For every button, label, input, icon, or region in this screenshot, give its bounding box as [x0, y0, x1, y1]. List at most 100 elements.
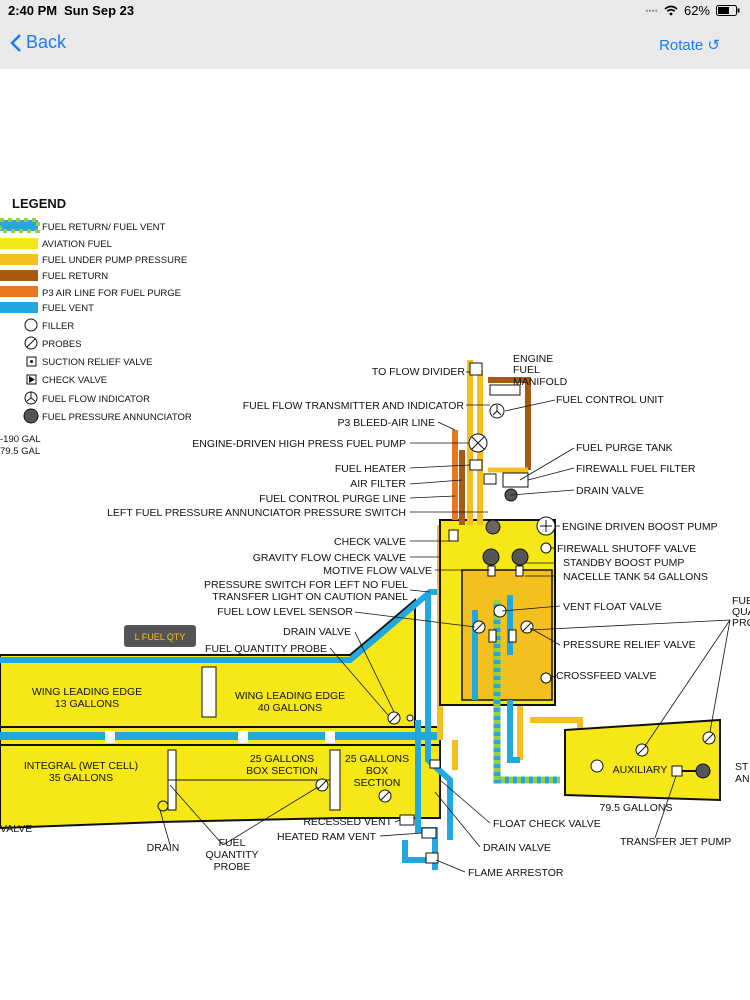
label-fuel-control-unit: FUEL CONTROL UNIT — [556, 394, 664, 406]
label-fuel-flow-transmitter: FUEL FLOW TRANSMITTER AND INDICATOR — [243, 400, 465, 412]
label-fuel-low-level-sensor: FUEL LOW LEVEL SENSOR — [217, 606, 353, 618]
legend-symbol-probes: PROBES — [42, 339, 82, 350]
label-fuel-heater: FUEL HEATER — [335, 463, 407, 475]
status-right: •••• 62% — [645, 3, 740, 18]
label-to-flow-divider: TO FLOW DIVIDER — [372, 366, 466, 378]
label-firewall-shutoff-valve: FIREWALL SHUTOFF VALVE — [557, 543, 696, 555]
label-engine-manifold-2: FUEL — [513, 364, 540, 376]
circle-icon — [24, 318, 38, 332]
status-date: Sun Sep 23 — [64, 3, 135, 18]
label-air-filter: AIR FILTER — [350, 478, 406, 490]
legend-swatch-p3-air — [0, 286, 38, 297]
legend-swatch-pump-pressure — [0, 254, 38, 265]
label-engine-driven-boost-pump: ENGINE DRIVEN BOOST PUMP — [562, 521, 718, 533]
label-crossfeed-valve: CROSSFEED VALVE — [556, 670, 657, 682]
label-float-check-valve: FLOAT CHECK VALVE — [493, 818, 601, 830]
label-fuel-qty-probe-b1: FUEL — [219, 837, 246, 849]
label-engine-driven-pump: ENGINE-DRIVEN HIGH PRESS FUEL PUMP — [192, 438, 406, 450]
annunciator-icon — [23, 408, 39, 424]
label-pressure-switch-2: TRANSFER LIGHT ON CAUTION PANEL — [212, 591, 408, 603]
wing-tanks — [0, 589, 445, 830]
label-box25-1: 25 GALLONS — [250, 753, 314, 765]
label-heated-ram-vent: HEATED RAM VENT — [277, 831, 377, 843]
legend-item-pump-pressure: FUEL UNDER PUMP PRESSURE — [42, 255, 187, 266]
legend-symbol-suction: SUCTION RELIEF VALVE — [42, 357, 153, 368]
fuel-qty-button[interactable] — [124, 625, 196, 647]
leader-lines — [159, 371, 731, 873]
legend-symbol-check: CHECK VALVE — [42, 375, 107, 386]
label-drain-valve-mid: DRAIN VALVE — [283, 626, 351, 638]
label-drain-valve-bottom: DRAIN VALVE — [483, 842, 551, 854]
legend-symbol-flow: FUEL FLOW INDICATOR — [42, 394, 150, 405]
label-box25b-1: 25 GALLONS — [345, 753, 409, 765]
label-pressure-relief-valve: PRESSURE RELIEF VALVE — [563, 639, 696, 651]
legend-swatch-fuel-vent — [0, 302, 38, 313]
status-bar: 2:40 PM Sun Sep 23 •••• 62% — [0, 0, 750, 22]
label-st-an-1: ST — [735, 761, 749, 773]
fuel-qty-button-label: L FUEL QTY — [135, 632, 186, 642]
label-aux-gallons: 79.5 GALLONS — [600, 802, 673, 814]
legend-title: LEGEND — [12, 196, 66, 211]
label-valve-left: VALVE — [0, 823, 32, 835]
label-integral-1: INTEGRAL (WET CELL) — [24, 760, 138, 772]
label-transfer-jet-pump: TRANSFER JET PUMP — [620, 836, 731, 848]
legend-item-aviation-fuel: AVIATION FUEL — [42, 239, 112, 250]
label-wing-le-40-2: 40 GALLONS — [258, 702, 322, 714]
label-integral-2: 35 GALLONS — [49, 772, 113, 784]
battery-icon — [716, 5, 740, 16]
label-p3-bleed-air: P3 BLEED-AIR LINE — [338, 417, 435, 429]
label-check-valve: CHECK VALVE — [334, 536, 406, 548]
label-gravity-flow-check-valve: GRAVITY FLOW CHECK VALVE — [253, 552, 406, 564]
legend-item-fuel-return: FUEL RETURN — [42, 271, 108, 282]
label-st-an-2: AN — [735, 773, 750, 785]
label-box25-2: BOX SECTION — [246, 765, 318, 777]
label-auxiliary: AUXILIARY — [613, 764, 668, 776]
back-label: Back — [26, 32, 67, 52]
rotate-button[interactable]: Rotate ↺ — [659, 37, 720, 54]
legend-swatch-fuel-return — [0, 270, 38, 281]
status-time: 2:40 PM — [8, 3, 58, 18]
label-fue-qua-pro-1: FUE — [732, 595, 750, 607]
label-fuel-control-purge-line: FUEL CONTROL PURGE LINE — [259, 493, 406, 505]
signal-dots-icon: •••• — [645, 5, 658, 16]
label-nacelle-tank: NACELLE TANK 54 GALLONS — [563, 571, 708, 583]
label-firewall-fuel-filter: FIREWALL FUEL FILTER — [576, 463, 696, 475]
legend-swatch-aviation-fuel — [0, 238, 38, 249]
label-flame-arrestor: FLAME ARRESTOR — [468, 867, 564, 879]
legend-item-return-vent: FUEL RETURN/ FUEL VENT — [42, 222, 166, 233]
label-engine-manifold-1: ENGINE — [513, 353, 553, 365]
chevron-left-icon — [10, 33, 21, 52]
fuel-system-diagram: LEGEND FUEL RETURN/ FUEL VENT AVIATION F… — [0, 196, 750, 879]
battery-percent: 62% — [683, 3, 710, 18]
capacity-total: -190 GAL — [0, 434, 41, 445]
label-fuel-quantity-probe-top: FUEL QUANTITY PROBE — [205, 643, 327, 655]
legend-symbol-annunciator: FUEL PRESSURE ANNUNCIATOR — [42, 412, 192, 423]
label-box25b-2: BOX — [366, 765, 388, 777]
wifi-icon — [664, 5, 678, 16]
label-drain-bottom: DRAIN — [147, 842, 180, 854]
legend-item-fuel-vent: FUEL VENT — [42, 303, 94, 314]
legend-symbol-filler: FILLER — [42, 321, 74, 332]
label-drain-valve-top: DRAIN VALVE — [576, 485, 644, 497]
label-fue-qua-pro-3: PRO — [732, 617, 750, 629]
label-left-fuel-pressure-switch: LEFT FUEL PRESSURE ANNUNCIATOR PRESSURE … — [107, 507, 406, 519]
label-wing-le-13-1: WING LEADING EDGE — [32, 686, 142, 698]
back-button[interactable]: Back — [10, 32, 66, 53]
label-box25b-3: SECTION — [354, 777, 401, 789]
capacity-aux: 79.5 GAL — [0, 446, 40, 457]
label-motive-flow-valve: MOTIVE FLOW VALVE — [323, 565, 432, 577]
label-engine-manifold-3: MANIFOLD — [513, 376, 568, 388]
label-wing-le-13-2: 13 GALLONS — [55, 698, 119, 710]
legend-item-p3-air: P3 AIR LINE FOR FUEL PURGE — [42, 288, 181, 299]
label-wing-le-40-1: WING LEADING EDGE — [235, 690, 345, 702]
label-fue-qua-pro-2: QUA — [732, 606, 750, 618]
label-recessed-vent: RECESSED VENT — [303, 816, 392, 828]
label-fuel-purge-tank: FUEL PURGE TANK — [576, 442, 673, 454]
nav-bar: Back Rotate ↺ — [0, 22, 750, 69]
legend-swatch-return-vent — [0, 220, 38, 231]
label-standby-boost-pump: STANDBY BOOST PUMP — [563, 557, 684, 569]
legend-swatch-return-vent-stripes — [0, 218, 40, 233]
label-vent-float-valve: VENT FLOAT VALVE — [563, 601, 662, 613]
label-pressure-switch-1: PRESSURE SWITCH FOR LEFT NO FUEL — [204, 579, 408, 591]
label-fuel-qty-probe-b2: QUANTITY — [205, 849, 258, 861]
